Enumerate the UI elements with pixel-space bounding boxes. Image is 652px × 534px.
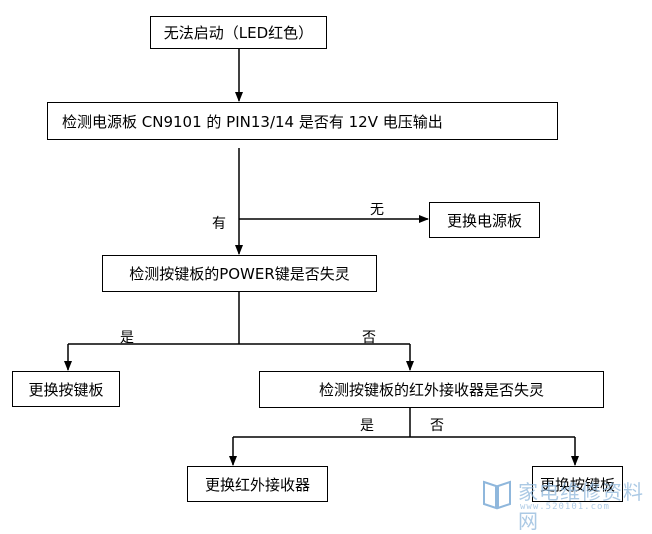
- node-replace-key-label: 更换按键板: [28, 380, 104, 399]
- node-replace-key2-label: 更换按键板: [539, 475, 615, 494]
- node-replace-ir: 更换红外接收器: [187, 466, 328, 502]
- node-replace-key: 更换按键板: [12, 371, 120, 407]
- node-check-power-label: 检测电源板 CN9101 的 PIN13/14 是否有 12V 电压输出: [62, 112, 443, 131]
- node-start: 无法启动（LED红色）: [150, 16, 327, 49]
- edge-label-no-1: 否: [362, 330, 376, 346]
- edge-label-yes-1: 是: [120, 330, 134, 346]
- edge-label-has: 有: [212, 216, 226, 232]
- connector-lines: [64, 48, 579, 466]
- watermark: 家电维修资料网 www.520101.com: [478, 474, 648, 533]
- node-check-ir-label: 检测按键板的红外接收器是否失灵: [318, 381, 544, 399]
- node-replace-power: 更换电源板: [429, 202, 540, 238]
- node-check-power: 检测电源板 CN9101 的 PIN13/14 是否有 12V 电压输出: [47, 102, 558, 140]
- node-check-key: 检测按键板的POWER键是否失灵: [102, 255, 377, 292]
- node-check-key-label: 检测按键板的POWER键是否失灵: [129, 265, 350, 283]
- edge-label-yes-2: 是: [360, 418, 374, 434]
- node-replace-power-label: 更换电源板: [446, 211, 522, 230]
- node-start-label: 无法启动（LED红色）: [163, 24, 314, 42]
- edge-label-no-2: 否: [430, 418, 444, 434]
- node-replace-ir-label: 更换红外接收器: [204, 475, 310, 494]
- book-icon: [483, 480, 511, 510]
- watermark-url: www.520101.com: [520, 502, 610, 512]
- edge-label-none: 无: [370, 202, 384, 218]
- node-replace-key2: 更换按键板: [532, 466, 623, 502]
- node-check-ir: 检测按键板的红外接收器是否失灵: [259, 371, 604, 408]
